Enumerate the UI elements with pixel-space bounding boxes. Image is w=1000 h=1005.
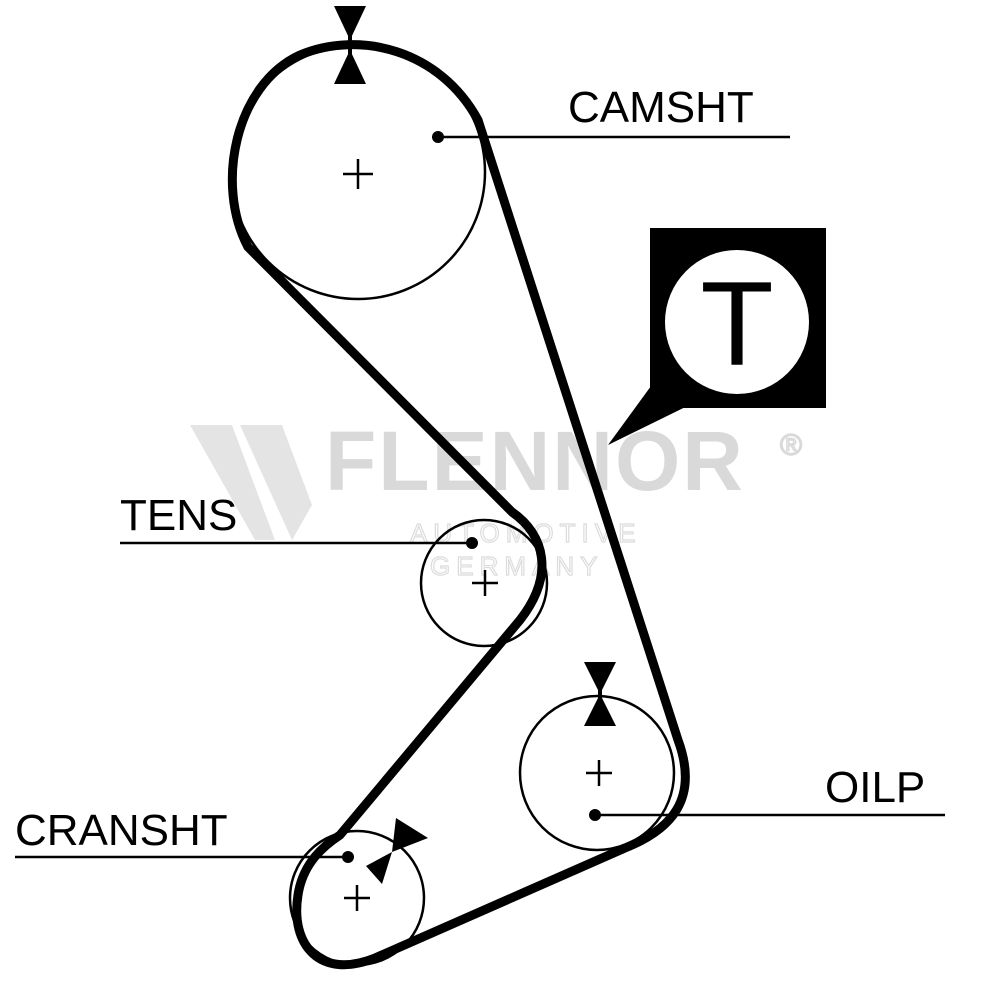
camshaft-timing-mark (334, 6, 366, 84)
crankshaft-center-cross (344, 885, 370, 911)
timing-belt (227, 40, 690, 970)
camshaft-leader (432, 131, 790, 143)
watermark-registered-mark: ® (780, 429, 802, 462)
oil-pump-leader (589, 809, 945, 821)
tensioner-badge: T (608, 228, 826, 445)
oil-pump-label: OILP (825, 763, 925, 812)
tensioner-center-cross (472, 570, 498, 596)
oil-pump-timing-mark (584, 662, 616, 726)
camshaft-label: CAMSHT (568, 83, 754, 132)
crankshaft-leader (15, 851, 354, 863)
tensioner-label: TENS (120, 491, 237, 540)
crankshaft-timing-mark (366, 818, 428, 884)
tensioner-leader (120, 537, 478, 549)
oil-pump-pulley (518, 694, 676, 852)
crankshaft-label: CRANSHT (15, 806, 228, 855)
watermark-line-2: GERMANY (430, 551, 603, 581)
watermark: FLENNOR ® AUTOMOTIVE GERMANY (190, 414, 803, 582)
tensioner-pulley (419, 518, 549, 648)
watermark-logo-mark-2 (240, 425, 312, 540)
camshaft-center-cross (343, 159, 373, 189)
oil-pump-center-cross (586, 760, 612, 786)
badge-letter: T (700, 257, 773, 391)
watermark-logo-mark (190, 425, 275, 540)
watermark-brand: FLENNOR (325, 414, 745, 508)
